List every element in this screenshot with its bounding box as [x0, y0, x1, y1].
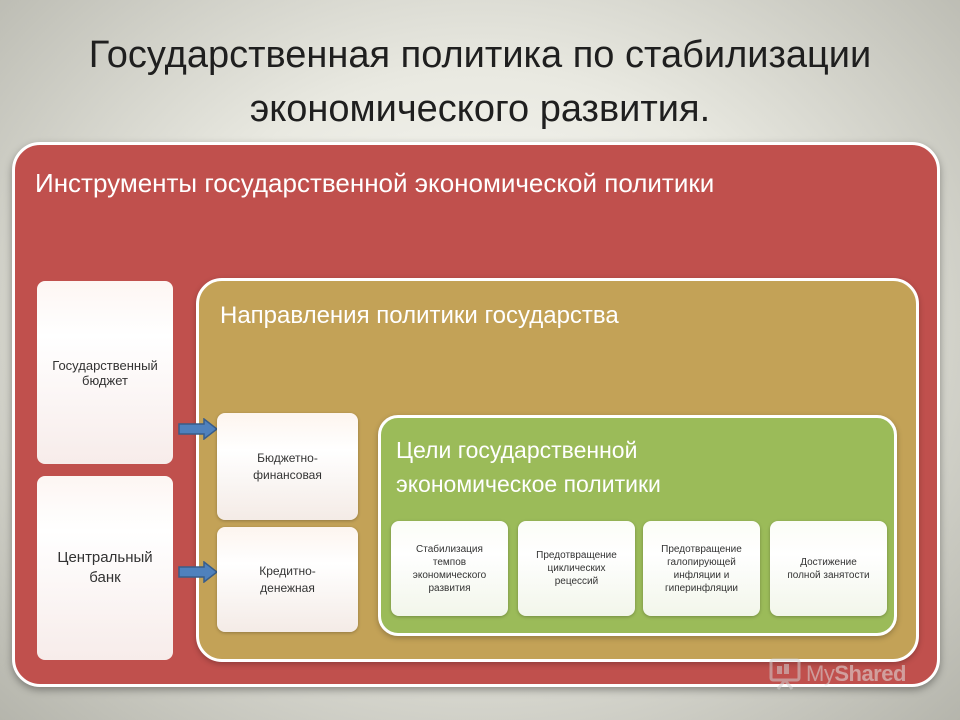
myshared-watermark: MyShared: [768, 656, 906, 692]
goal-inflation-prevention: Предотвращение галопирующей инфляции и г…: [643, 521, 760, 616]
arrow-right-icon: [178, 418, 218, 440]
instrument-state-budget-label: Государственный бюджет: [52, 357, 158, 388]
goal-recession-prevention-label: Предотвращение циклических рецессий: [536, 550, 617, 587]
directions-heading: Направления политики государства: [220, 302, 619, 329]
goal-recession-prevention: Предотвращение циклических рецессий: [518, 521, 635, 616]
direction-monetary: Кредитно- денежная: [217, 527, 358, 632]
goal-inflation-prevention-label: Предотвращение галопирующей инфляции и г…: [661, 543, 742, 594]
direction-budget-financial-label: Бюджетно- финансовая: [253, 450, 322, 482]
presentation-board-icon: [769, 658, 801, 690]
watermark-text-light: My: [806, 661, 835, 686]
watermark-text-bold: Shared: [834, 661, 906, 686]
slide-title: Государственная политика по стабилизации…: [88, 34, 872, 130]
instrument-central-bank: Центральный банк: [37, 476, 173, 660]
goal-full-employment: Достижение полной занятости: [770, 521, 887, 616]
goals-heading: Цели государственной экономическое полит…: [396, 437, 661, 497]
arrow-right-icon: [178, 561, 218, 583]
goal-growth-stabilization-label: Стабилизация темпов экономического разви…: [412, 543, 487, 594]
instrument-state-budget: Государственный бюджет: [37, 281, 173, 464]
instruments-heading: Инструменты государственной экономическо…: [35, 168, 715, 198]
watermark-text: MyShared: [806, 661, 906, 687]
direction-budget-financial: Бюджетно- финансовая: [217, 413, 358, 520]
goal-growth-stabilization: Стабилизация темпов экономического разви…: [391, 521, 508, 616]
direction-monetary-label: Кредитно- денежная: [259, 563, 316, 595]
instrument-central-bank-label: Центральный банк: [57, 549, 153, 586]
goal-full-employment-label: Достижение полной занятости: [787, 556, 870, 581]
